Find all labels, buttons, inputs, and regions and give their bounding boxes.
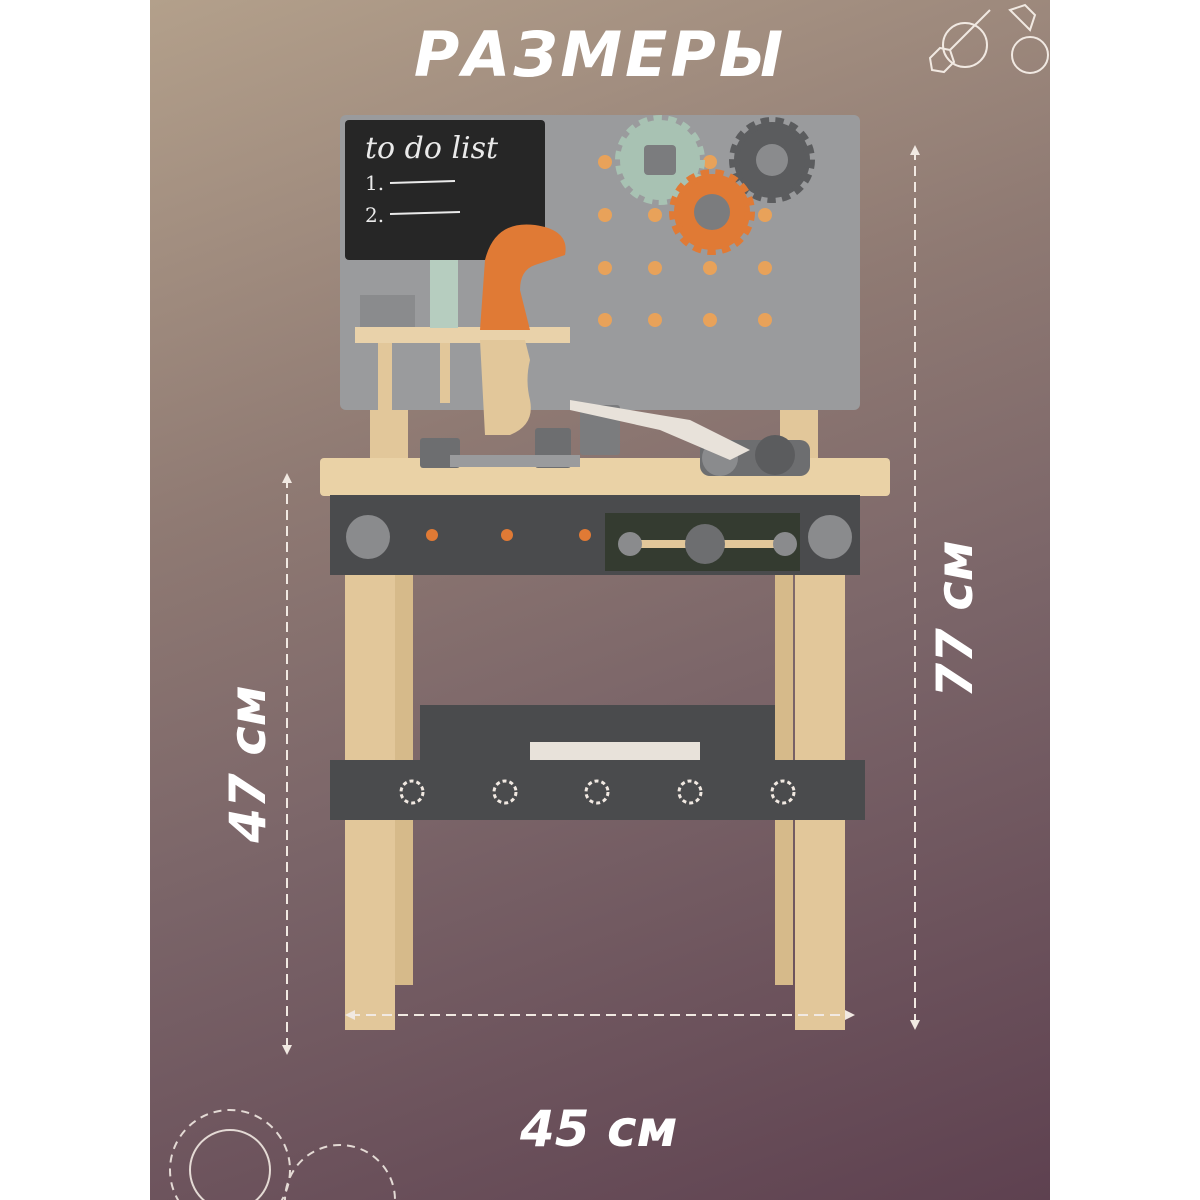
chalkboard-line1: 1. xyxy=(365,171,384,195)
chalkboard xyxy=(345,120,545,260)
dark-gear xyxy=(729,117,815,203)
mint-gear xyxy=(615,115,705,205)
dimension-lines xyxy=(286,150,916,1050)
dimension-arrows xyxy=(282,145,920,1055)
right-bolt xyxy=(808,515,852,559)
orange-saw-handle xyxy=(480,224,566,330)
drawer-holes xyxy=(426,529,591,541)
gear-outline-icon xyxy=(169,1109,396,1200)
lower-shelf-gear-icons xyxy=(399,779,796,805)
page-title: РАЗМЕРЫ xyxy=(413,18,787,91)
vise-tools xyxy=(420,405,810,476)
gray-block xyxy=(360,295,415,327)
chalkboard-line2: 2. xyxy=(365,203,384,227)
chalkboard-heading: to do list xyxy=(365,131,499,166)
tool-shelf xyxy=(355,327,570,343)
table-height-dimension-label: 47 см xyxy=(219,685,277,843)
total-height-dimension-label: 77 см xyxy=(926,540,984,698)
orange-gear xyxy=(669,169,755,255)
workbench-illustration: to do list 1. 2. xyxy=(169,3,1049,1200)
mint-block xyxy=(430,260,458,328)
product-image: to do list 1. 2. xyxy=(150,0,1050,1200)
left-bolt xyxy=(346,515,390,559)
wrench-icon xyxy=(928,3,1049,74)
lower-shelf-front xyxy=(330,760,865,820)
width-dimension-label: 45 см xyxy=(520,1100,678,1158)
